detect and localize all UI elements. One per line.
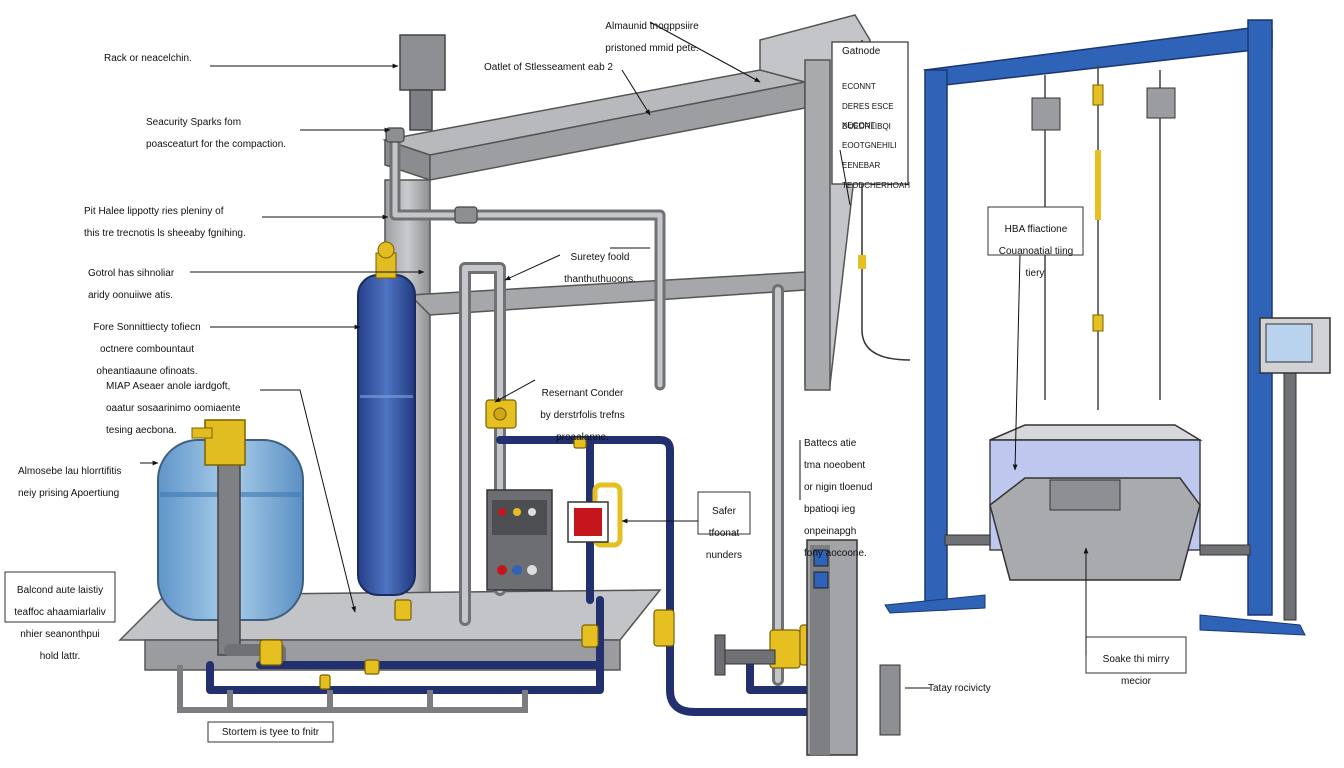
label-safer-line-2: tfoonat [708,528,740,539]
label-suretey-line-2: thanthuthuoons. [564,274,636,285]
legend-group-2: XECONT EOOTGNEHILI EENEBAR TEODCHERHOAH [842,111,910,201]
label-almosebe-line-2: neiy prising Apoertiung [18,488,120,499]
label-fore-line-3: oheantiaaune ofinoats. [96,366,198,377]
label-safer-line-1: Safer [712,506,736,517]
label-resernant-line-2: by derstrfolis trefns [540,410,625,421]
hoists [858,40,1176,410]
label-gotrol: Gotrol has sihnoliar aridy oonuiiwe atis… [88,257,174,312]
label-soake: Soake thi mirry mecior [1087,643,1185,698]
label-safer-line-3: nunders [705,550,743,561]
label-security-line-1: Seacurity Sparks fom [146,117,242,128]
label-pit: Pit Halee lippotty ries pleniny of this … [84,195,246,250]
label-balcond: Balcond aute laistiy teaffoc ahaamiarlal… [6,574,114,673]
label-security: Seacurity Sparks fom poasceaturt for the… [146,106,286,161]
label-resernant-line-1: Resernant Conder [541,388,624,399]
label-battecs: Battecs atie tma noeobent or nigin tloen… [804,427,872,570]
label-fore-line-1: Fore Sonnittiecty tofiecn [93,322,201,333]
lower-gray-pipe [177,665,528,713]
legend-item: XECONT [842,121,876,130]
label-stortem: Stortem is tyee to fnitr [221,727,320,738]
label-soake-line-2: mecior [1120,676,1151,687]
label-hba: HBA ffiactione Couanoatial tiing tiery. [990,213,1082,290]
lift-frame [884,19,1331,636]
control-panel [486,489,609,591]
flange [714,634,776,676]
legend-item: DERES ESCE [842,102,894,111]
label-almaunid-line-1: Almaunid tnogppsiire [605,21,699,32]
label-tatay: Tatay rocivicty [928,683,991,694]
label-almaunid: Almaunid tnogppsiire pristoned mmid pete… [582,10,722,65]
label-miap-line-1: MIAP Aseaer anole iardgoft, [106,381,231,392]
label-balcond-line-3: nhier seanonthpui [20,629,100,640]
label-suretey-line-1: Suretey foold [570,252,630,263]
label-balcond-line-4: hold lattr. [39,651,81,662]
label-battecs-line-2: tma noeobent [804,460,866,471]
label-fore-line-2: octnere combountaut [100,344,194,355]
label-fore: Fore Sonnittiecty tofiecn octnere combou… [72,311,222,388]
legend-title: Gatnode [842,46,881,57]
label-boxes [4,206,1187,743]
label-battecs-line-6: fony aocoone. [804,548,867,559]
utility-cabinet [806,539,901,756]
test-chamber [944,424,1251,581]
label-balcond-line-2: teaffoc ahaamiarlaliv [14,607,106,618]
legend-item: TEODCHERHOAH [842,181,911,190]
label-pit-line-2: this tre trecnotis ls sheeaby fgnihing. [84,228,246,239]
label-battecs-line-4: bpatioqi ieg [804,504,856,515]
leader-lines [140,21,1089,689]
label-almosebe-line-1: Almosebe lau hlorrtifitis [18,466,122,477]
label-hba-line-3: tiery. [1025,268,1047,279]
label-oatlet: Oatlet of Stlesseament eab 2 [484,62,613,73]
label-miap-line-3: tesing aecbona. [106,425,177,436]
label-miap: MIAP Aseaer anole iardgoft, oaatur sosaa… [106,370,241,447]
label-miap-line-2: oaatur sosaarinimo oomiaente [106,403,241,414]
label-safer: Safer tfoonat nunders [699,495,749,572]
label-gotrol-line-2: aridy oonuiiwe atis. [88,290,174,301]
legend-item: DUEDRLIBQI [842,122,891,131]
water-tank [157,419,304,656]
blue-column [357,241,416,596]
label-battecs-line-1: Battecs atie [804,438,857,449]
label-soake-line-1: Soake thi mirry [1102,654,1170,665]
label-almosebe: Almosebe lau hlorrtifitis neiy prising A… [18,455,121,510]
label-resernant-line-3: proaalanne. [556,432,609,443]
label-almaunid-line-2: pristoned mmid pete. [605,43,699,54]
label-resernant: Resernant Conder by derstrfolis trefns p… [530,377,635,454]
label-security-line-2: poasceaturt for the compaction. [146,139,287,150]
label-pit-line-1: Pit Halee lippotty ries pleniny of [84,206,224,217]
legend-box [831,41,909,185]
steel-frame [382,14,871,601]
label-hba-line-1: HBA ffiactione [1004,224,1068,235]
label-rack: Rack or neacelchin. [104,53,192,64]
label-battecs-line-3: or nigin tloenud [804,482,873,493]
legend-item: EOOTGNEHILI [842,141,897,150]
label-battecs-line-5: onpeinapgh [804,526,857,537]
gray-pipes [224,134,784,686]
label-hba-line-2: Couanoatial tiing [998,246,1074,257]
label-suretey: Suretey foold thanthuthuoons. [555,241,645,296]
legend-item: ECONNT [842,82,876,91]
label-balcond-line-1: Balcond aute laistiy [16,585,104,596]
legend-group-1: ECONNT DERES ESCE DUEDRLIBQI [842,72,894,142]
label-gotrol-line-1: Gotrol has sihnoliar [88,268,175,279]
legend-item: EENEBAR [842,161,881,170]
